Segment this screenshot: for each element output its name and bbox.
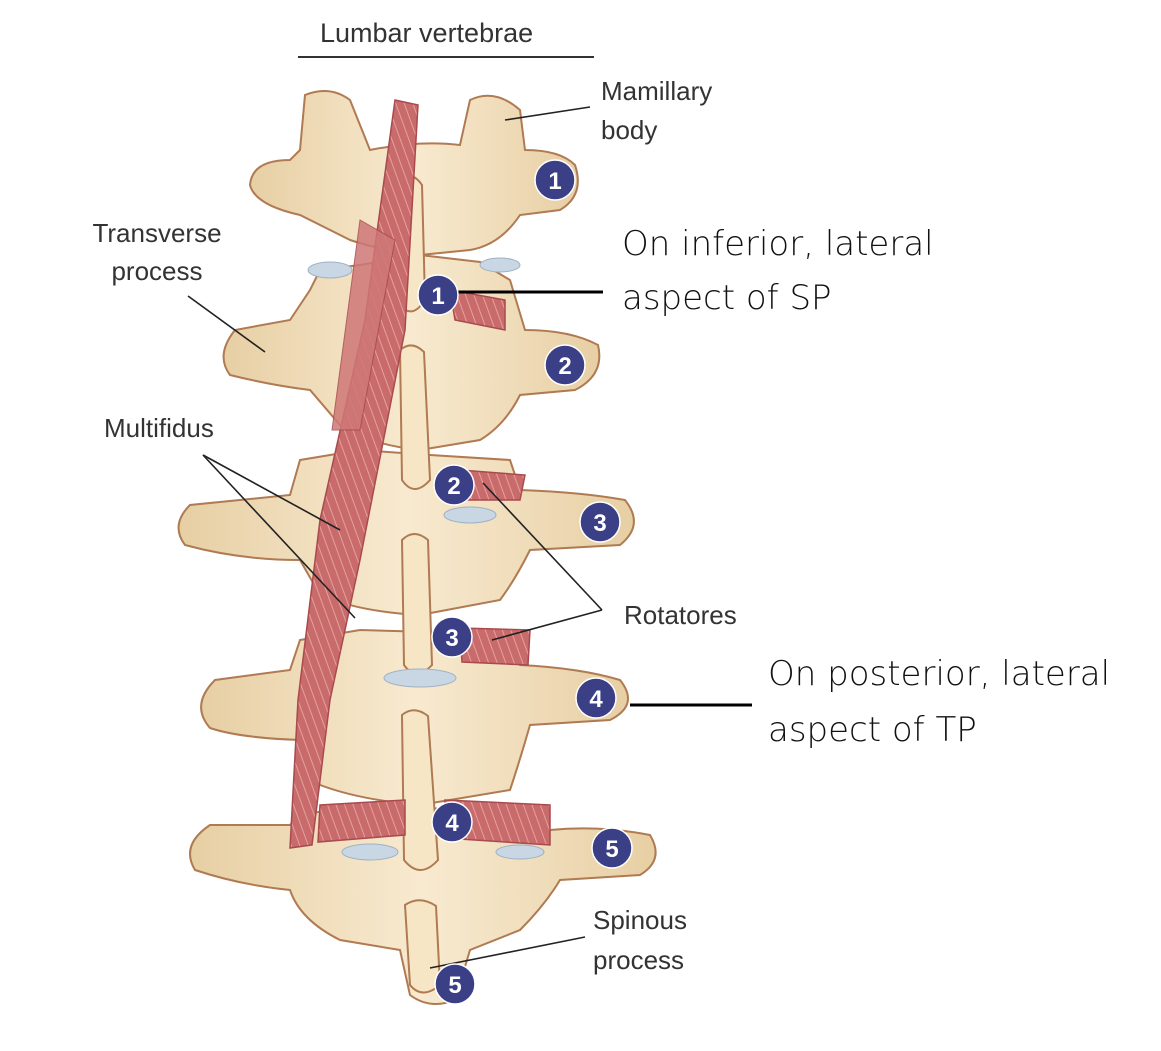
- rotatores-4-left: [317, 799, 406, 843]
- leader-multifidus-a: [202, 454, 341, 531]
- spinous-process-l4: [400, 709, 440, 871]
- leader-spinous: [429, 936, 586, 969]
- svg-text:2: 2: [558, 353, 571, 380]
- svg-text:2: 2: [447, 473, 460, 500]
- label-mamillary-line2: body: [601, 115, 658, 145]
- svg-text:5: 5: [605, 836, 618, 863]
- disc-shadows: [307, 257, 545, 861]
- tp-marker-2: 2: [544, 344, 586, 386]
- svg-text:4: 4: [589, 686, 603, 713]
- disc-l3-l4: [383, 668, 457, 688]
- sp-markers: 1 2 3 4 5: [417, 274, 476, 1005]
- label-spinous-line1: Spinous: [593, 905, 687, 935]
- svg-text:3: 3: [445, 625, 458, 652]
- label-spinous-line2: process: [593, 945, 685, 975]
- multifidus-muscle: [289, 99, 419, 849]
- annotation-lines: [446, 290, 752, 707]
- svg-text:1: 1: [548, 168, 561, 195]
- leader-multifidus-b: [202, 454, 356, 619]
- leader-lines: [187, 106, 603, 969]
- label-transverse-line1: Transverse: [92, 218, 222, 248]
- disc-l4-l5: [341, 843, 399, 861]
- disc-l2-l3: [443, 506, 497, 524]
- leader-transverse: [187, 295, 266, 353]
- label-rotatores: Rotatores: [624, 600, 737, 630]
- label-mamillary-line1: Mamillary: [601, 76, 713, 106]
- disc-l5-right: [495, 844, 545, 860]
- sp-marker-3: 3: [431, 616, 473, 658]
- svg-text:5: 5: [448, 972, 461, 999]
- sp-marker-5: 5: [434, 963, 476, 1005]
- leader-rotatores-b: [491, 609, 603, 641]
- disc-l1-l2: [307, 261, 353, 279]
- leader-rotatores-a: [482, 482, 603, 611]
- rotatores-muscles: [317, 289, 551, 846]
- label-transverse-line2: process: [111, 256, 203, 286]
- tp-marker-5: 5: [591, 827, 633, 869]
- sp-marker-2: 2: [433, 464, 475, 506]
- tp-marker-3: 3: [579, 501, 621, 543]
- spinous-process-l2: [398, 344, 432, 490]
- tp-markers: 1 2 3 4 5: [534, 159, 633, 869]
- svg-text:1: 1: [431, 283, 444, 310]
- rotatores-1: [449, 289, 506, 331]
- tp-marker-1: 1: [534, 159, 576, 201]
- annotation-tp-line2: aspect of TP: [768, 710, 977, 750]
- tp-marker-4: 4: [575, 677, 617, 719]
- annotation-sp-line1: On inferior, lateral: [622, 224, 934, 264]
- sp-marker-1: 1: [417, 274, 459, 316]
- label-multifidus: Multifidus: [104, 413, 214, 443]
- diagram-title: Lumbar vertebrae: [320, 18, 534, 48]
- svg-text:4: 4: [445, 810, 459, 837]
- spinous-process-l3: [400, 533, 434, 675]
- svg-text:3: 3: [593, 510, 606, 537]
- annotation-sp-line2: aspect of SP: [622, 278, 832, 318]
- sp-marker-4: 4: [431, 801, 473, 843]
- annotation-tp-line1: On posterior, lateral: [768, 654, 1111, 694]
- spinous-process-l5: [403, 899, 442, 994]
- disc-l1-l2-right: [479, 257, 521, 273]
- leader-mamillary: [504, 106, 591, 121]
